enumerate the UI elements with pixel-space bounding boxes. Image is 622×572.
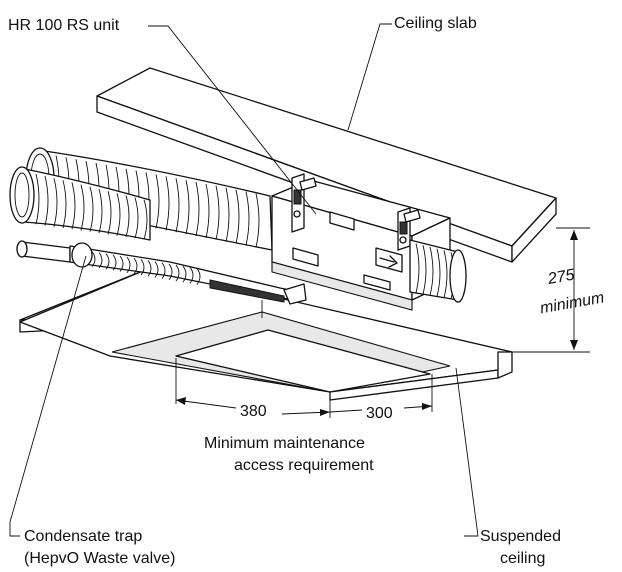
height-value-label: 275 — [546, 267, 576, 289]
width-value-label: 380 — [240, 403, 267, 420]
height-note-label: minimum — [539, 289, 606, 317]
duct-rib — [155, 174, 160, 229]
duct-rib — [182, 265, 187, 283]
suspended-ceiling-line2: ceiling — [500, 550, 545, 567]
mounting-bracket-left — [291, 173, 317, 233]
condensate-pipe — [16, 240, 307, 305]
duct-rib — [154, 261, 159, 278]
duct-rib — [126, 256, 131, 273]
flow-arrow-icon — [379, 255, 398, 268]
suspended-ceiling-line1: Suspended — [480, 528, 561, 545]
duct-rib — [185, 180, 190, 235]
duct-rib — [116, 193, 121, 236]
duct-rib — [195, 181, 200, 237]
duct-rib — [255, 193, 260, 248]
duct-rib — [215, 185, 220, 240]
duct-rib — [119, 255, 124, 272]
access-requirement-line2: access requirement — [234, 457, 374, 474]
unit-label: HR 100 RS unit — [8, 17, 120, 34]
height-dimension — [512, 227, 590, 353]
duct-rib — [140, 259, 145, 276]
duct-rib — [53, 178, 58, 227]
duct-rib — [147, 260, 152, 277]
right-flexible-duct — [409, 239, 467, 303]
duct-rib — [245, 191, 250, 246]
duct-rib — [44, 175, 49, 226]
duct-rib — [71, 182, 76, 230]
duct-rib — [168, 263, 173, 281]
duct-rib — [98, 188, 103, 234]
duct-rib — [91, 251, 96, 268]
left-flexible-ducts — [9, 147, 273, 251]
condensate-trap-line2: (HepvO Waste valve) — [24, 550, 175, 567]
duct-rib — [415, 243, 420, 294]
duct-rib — [429, 246, 434, 296]
duct-rib — [436, 248, 441, 297]
access-requirement-line1: Minimum maintenance — [204, 435, 365, 452]
duct-rib — [205, 183, 210, 239]
duct-rib — [134, 197, 139, 239]
duct-rib — [107, 190, 112, 235]
leader-lines — [9, 23, 479, 537]
ceiling-slab-label: Ceiling slab — [394, 15, 477, 32]
duct-rib — [161, 262, 166, 279]
depth-dimension — [329, 374, 433, 413]
duct-rib — [422, 245, 427, 295]
duct-rib — [165, 176, 170, 231]
duct-rib — [89, 186, 94, 232]
duct-rib — [196, 268, 201, 285]
duct-rib — [105, 253, 110, 270]
duct-rib — [80, 184, 85, 231]
duct-rib — [225, 187, 230, 242]
duct-rib — [443, 250, 448, 298]
duct-rib — [189, 266, 194, 284]
duct-rib — [125, 195, 130, 237]
condensate-trap-line1: Condensate trap — [24, 528, 142, 545]
duct-rib — [143, 199, 148, 240]
duct-rib — [98, 252, 103, 269]
hr-100-rs-unit — [271, 173, 451, 311]
duct-rib — [133, 257, 138, 275]
duct-rib — [235, 189, 240, 244]
suspended-ceiling — [19, 267, 513, 401]
duct-rib — [62, 180, 67, 229]
duct-rib — [112, 254, 117, 271]
width-dimension — [175, 358, 331, 418]
duct-rib — [175, 264, 180, 282]
duct-rib — [35, 173, 40, 225]
duct-rib — [175, 178, 180, 233]
depth-value-label: 300 — [366, 405, 393, 422]
